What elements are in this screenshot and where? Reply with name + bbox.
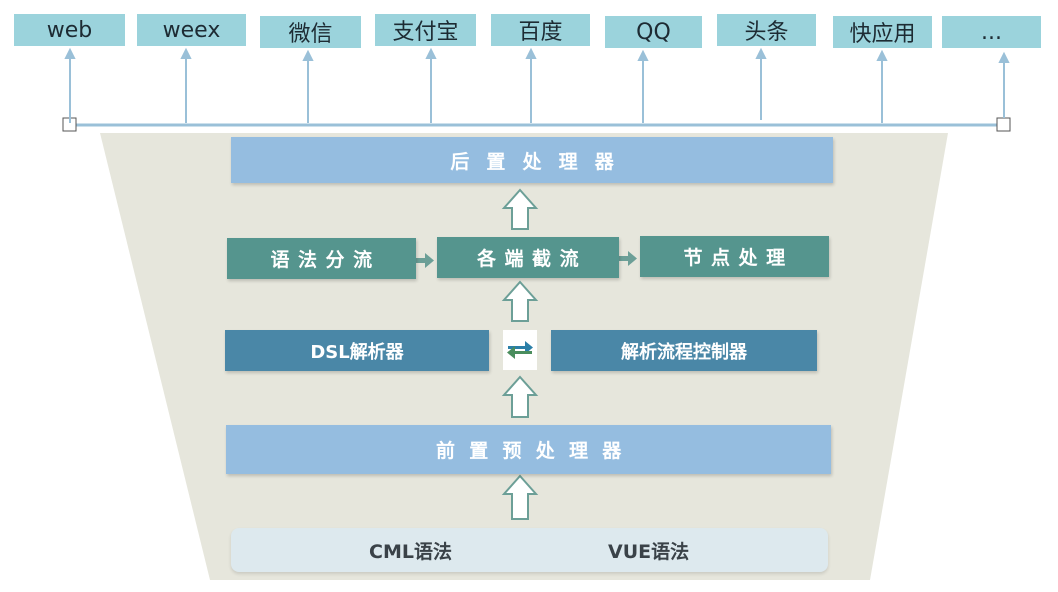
hollow-up-arrow-icon	[501, 188, 539, 230]
hollow-up-arrow-icon	[501, 474, 539, 520]
node-process-box: 节点处理	[640, 236, 829, 277]
parse-flow-controller-box: 解析流程控制器	[551, 330, 817, 371]
post-processor-box: 后置处理器	[231, 137, 834, 183]
platform-more: ...	[942, 16, 1041, 48]
syntax-split-box: 语法分流	[227, 238, 416, 279]
hollow-up-arrow-icon	[501, 375, 539, 418]
bus-endpoint-right	[996, 117, 1011, 132]
platform-connectors	[64, 47, 1010, 123]
input-syntax-box: CML语法 VUE语法	[231, 528, 828, 572]
cml-syntax-label: CML语法	[369, 540, 452, 563]
platform-alipay: 支付宝	[375, 14, 476, 46]
platform-wechat: 微信	[260, 16, 361, 48]
platform-quickapp: 快应用	[833, 16, 932, 48]
right-arrow-icon	[409, 253, 434, 268]
hollow-up-arrow-icon	[501, 280, 539, 322]
platform-qq: QQ	[605, 16, 702, 48]
per-end-cut-box: 各端截流	[437, 237, 619, 278]
platform-baidu: 百度	[491, 14, 590, 46]
platform-toutiao: 头条	[717, 14, 816, 46]
vue-syntax-label: VUE语法	[608, 541, 690, 563]
pre-processor-box: 前置预处理器	[226, 425, 832, 474]
right-arrow-icon	[613, 251, 637, 266]
dsl-parser-box: DSL解析器	[225, 330, 489, 371]
platform-web: web	[14, 14, 125, 46]
swap-arrows-icon	[503, 330, 537, 370]
platform-weex: weex	[137, 14, 246, 46]
